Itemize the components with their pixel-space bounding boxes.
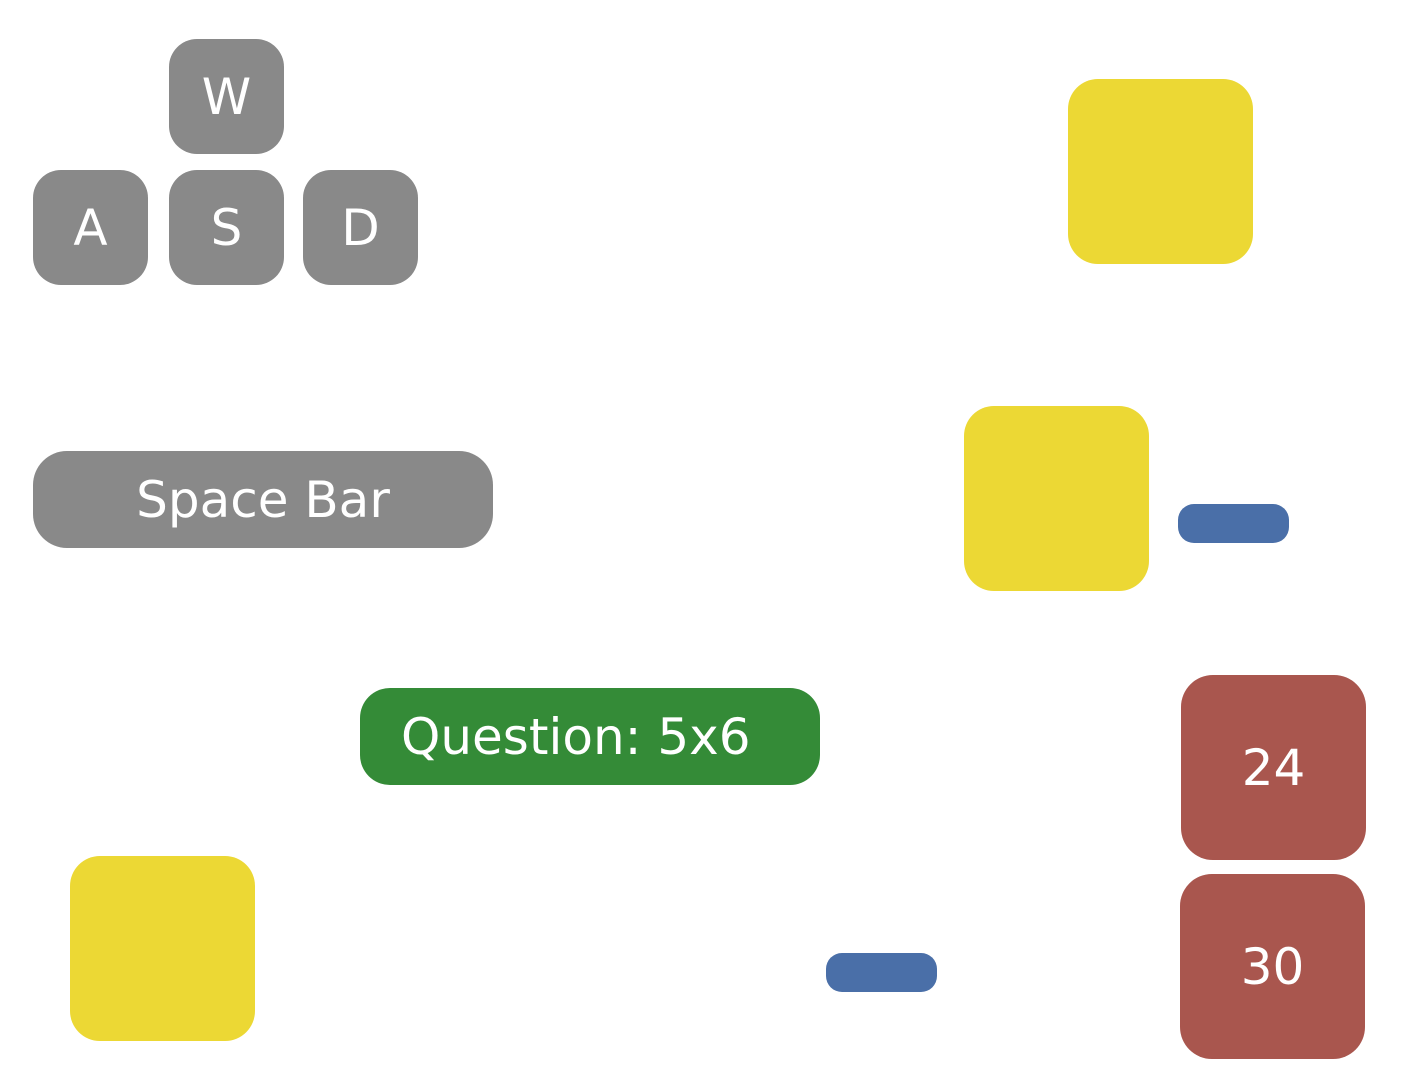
answer-box[interactable]: 30 [1180, 874, 1365, 1059]
yellow-block [70, 856, 255, 1041]
yellow-block [964, 406, 1149, 591]
d-key: D [303, 170, 418, 285]
blue-platform [1178, 504, 1289, 543]
s-key: S [169, 170, 284, 285]
blue-platform [826, 953, 937, 992]
w-key: W [169, 39, 284, 154]
question-box: Question: 5x6 [360, 688, 820, 785]
answer-box[interactable]: 24 [1181, 675, 1366, 860]
space-bar-key: Space Bar [33, 451, 493, 548]
yellow-block [1068, 79, 1253, 264]
a-key: A [33, 170, 148, 285]
